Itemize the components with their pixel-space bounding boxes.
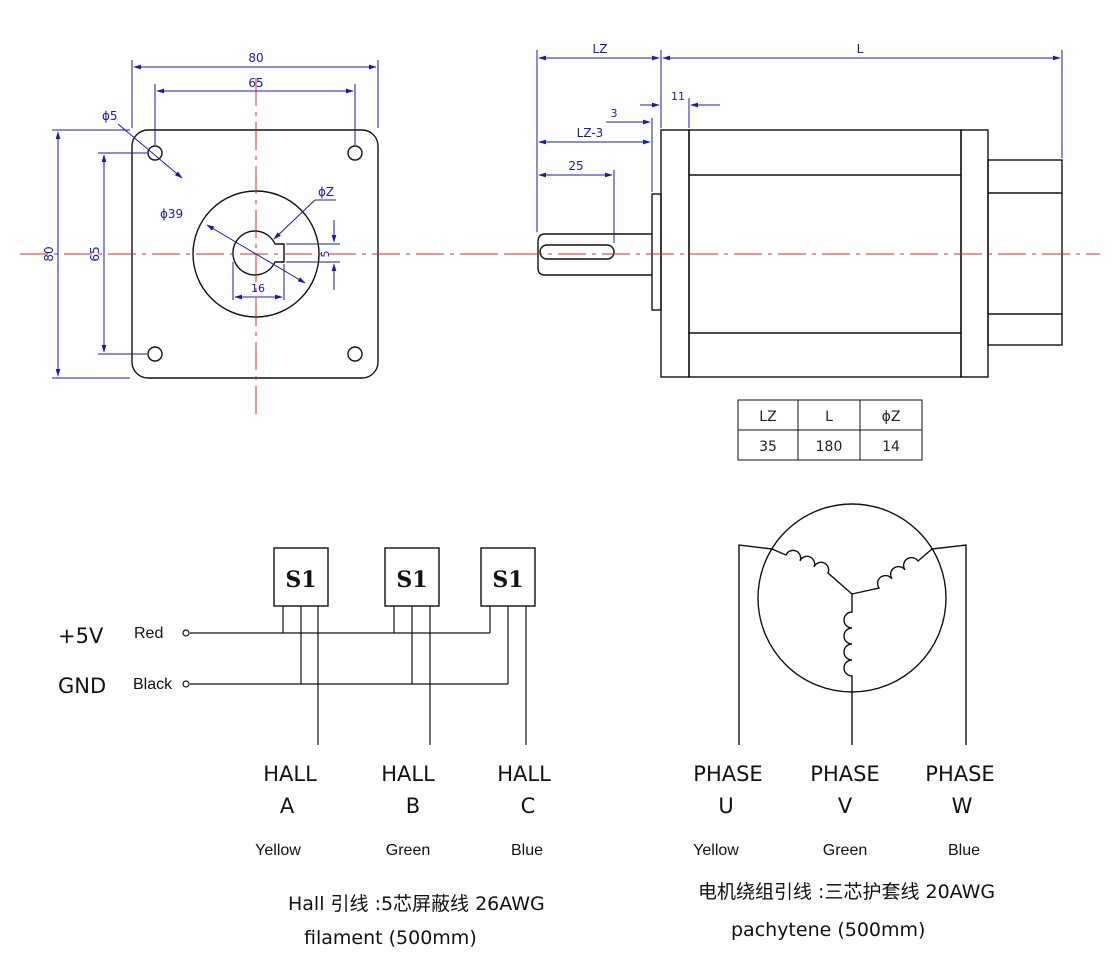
- dim-shaft: ϕZ: [318, 185, 334, 199]
- side-shaft: [537, 233, 652, 276]
- lead-w: [931, 544, 967, 745]
- winding-v: [843, 594, 853, 745]
- hall-wiring: S1 S1 S1 +5V Red GND Black HALL A: [58, 547, 551, 949]
- table-header-phiz: ϕZ: [882, 409, 901, 425]
- svg-text:S1: S1: [396, 567, 427, 593]
- dim-lz: LZ: [593, 42, 608, 56]
- hall-a-color: Yellow: [255, 842, 301, 859]
- hall-c-color: Blue: [511, 842, 543, 859]
- hall-b-letter: B: [406, 794, 420, 818]
- phase-w-label: PHASE: [925, 762, 994, 786]
- supply-gnd-color: Black: [133, 676, 173, 693]
- mount-hole: [347, 145, 363, 161]
- dim-key-width: 5: [319, 251, 332, 258]
- winding-w: [851, 548, 933, 595]
- dim-width-outer: 80: [248, 51, 263, 65]
- hall-a-label: HALL: [263, 762, 317, 786]
- phase-w-letter: W: [952, 794, 973, 818]
- hall-note-line1: Hall 引线 :5芯屏蔽线 26AWG: [288, 893, 545, 915]
- pilot: [651, 193, 662, 311]
- mount-hole: [147, 145, 163, 161]
- table-header-l: L: [825, 409, 833, 425]
- hall-c-label: HALL: [497, 762, 551, 786]
- hall-c-letter: C: [521, 794, 536, 818]
- phase-u-letter: U: [718, 794, 733, 818]
- lead-u: [738, 544, 773, 745]
- phase-u-label: PHASE: [693, 762, 762, 786]
- phase-v-letter: V: [838, 794, 853, 818]
- hall-b-color: Green: [386, 842, 430, 859]
- table-value-lz: 35: [759, 439, 777, 455]
- shaft-key-slot: [539, 244, 615, 260]
- phase-u-color: Yellow: [693, 842, 739, 859]
- motor-note-line2: pachytene (500mm): [731, 919, 925, 941]
- phase-v-label: PHASE: [810, 762, 879, 786]
- table-header-lz: LZ: [759, 409, 776, 425]
- supply-gnd-label: GND: [58, 674, 106, 698]
- mount-hole: [347, 346, 363, 362]
- hall-sensor: S1: [384, 547, 440, 607]
- dim-hole: ϕ5: [102, 109, 118, 123]
- supply-5v-label: +5V: [58, 624, 104, 648]
- hall-sensor: S1: [480, 547, 536, 607]
- phase-v-color: Green: [823, 842, 867, 859]
- spec-table: LZ L ϕZ 35 180 14: [737, 399, 923, 461]
- front-view: 80 65 80 65 ϕ5 ϕ39 ϕZ 5 16: [20, 51, 520, 420]
- dim-height-outer: 80: [42, 246, 56, 261]
- svg-text:S1: S1: [492, 567, 523, 593]
- supply-5v-color: Red: [134, 625, 163, 642]
- dim-3: 3: [611, 107, 618, 120]
- hall-sensor: S1: [273, 547, 329, 607]
- side-view: LZ L 11 3 LZ-3 25: [470, 42, 1100, 378]
- hall-note-line2: filament (500mm): [304, 927, 477, 949]
- dim-l: L: [857, 42, 864, 56]
- dim-height-holes: 65: [88, 246, 102, 261]
- mount-hole: [147, 346, 163, 362]
- table-value-phiz: 14: [882, 439, 900, 455]
- dim-lz3: LZ-3: [577, 126, 604, 140]
- rear-cover: [987, 159, 1063, 346]
- phase-w-color: Blue: [948, 842, 980, 859]
- svg-text:S1: S1: [285, 567, 316, 593]
- dim-key-depth: 16: [251, 282, 265, 295]
- motor-note-line1: 电机绕组引线 :三芯护套线 20AWG: [698, 881, 995, 903]
- dim-11: 11: [671, 90, 685, 103]
- winding-u: [771, 548, 853, 595]
- dim-boss: ϕ39: [160, 207, 183, 221]
- table-value-l: 180: [816, 439, 843, 455]
- hall-a-letter: A: [280, 794, 295, 818]
- shaft-with-keyway: [232, 230, 285, 276]
- hall-b-label: HALL: [381, 762, 435, 786]
- dim-25: 25: [568, 159, 583, 173]
- dim-width-holes: 65: [248, 76, 263, 90]
- motor-wiring: PHASE U Yellow PHASE V Green PHASE W Blu…: [693, 503, 995, 941]
